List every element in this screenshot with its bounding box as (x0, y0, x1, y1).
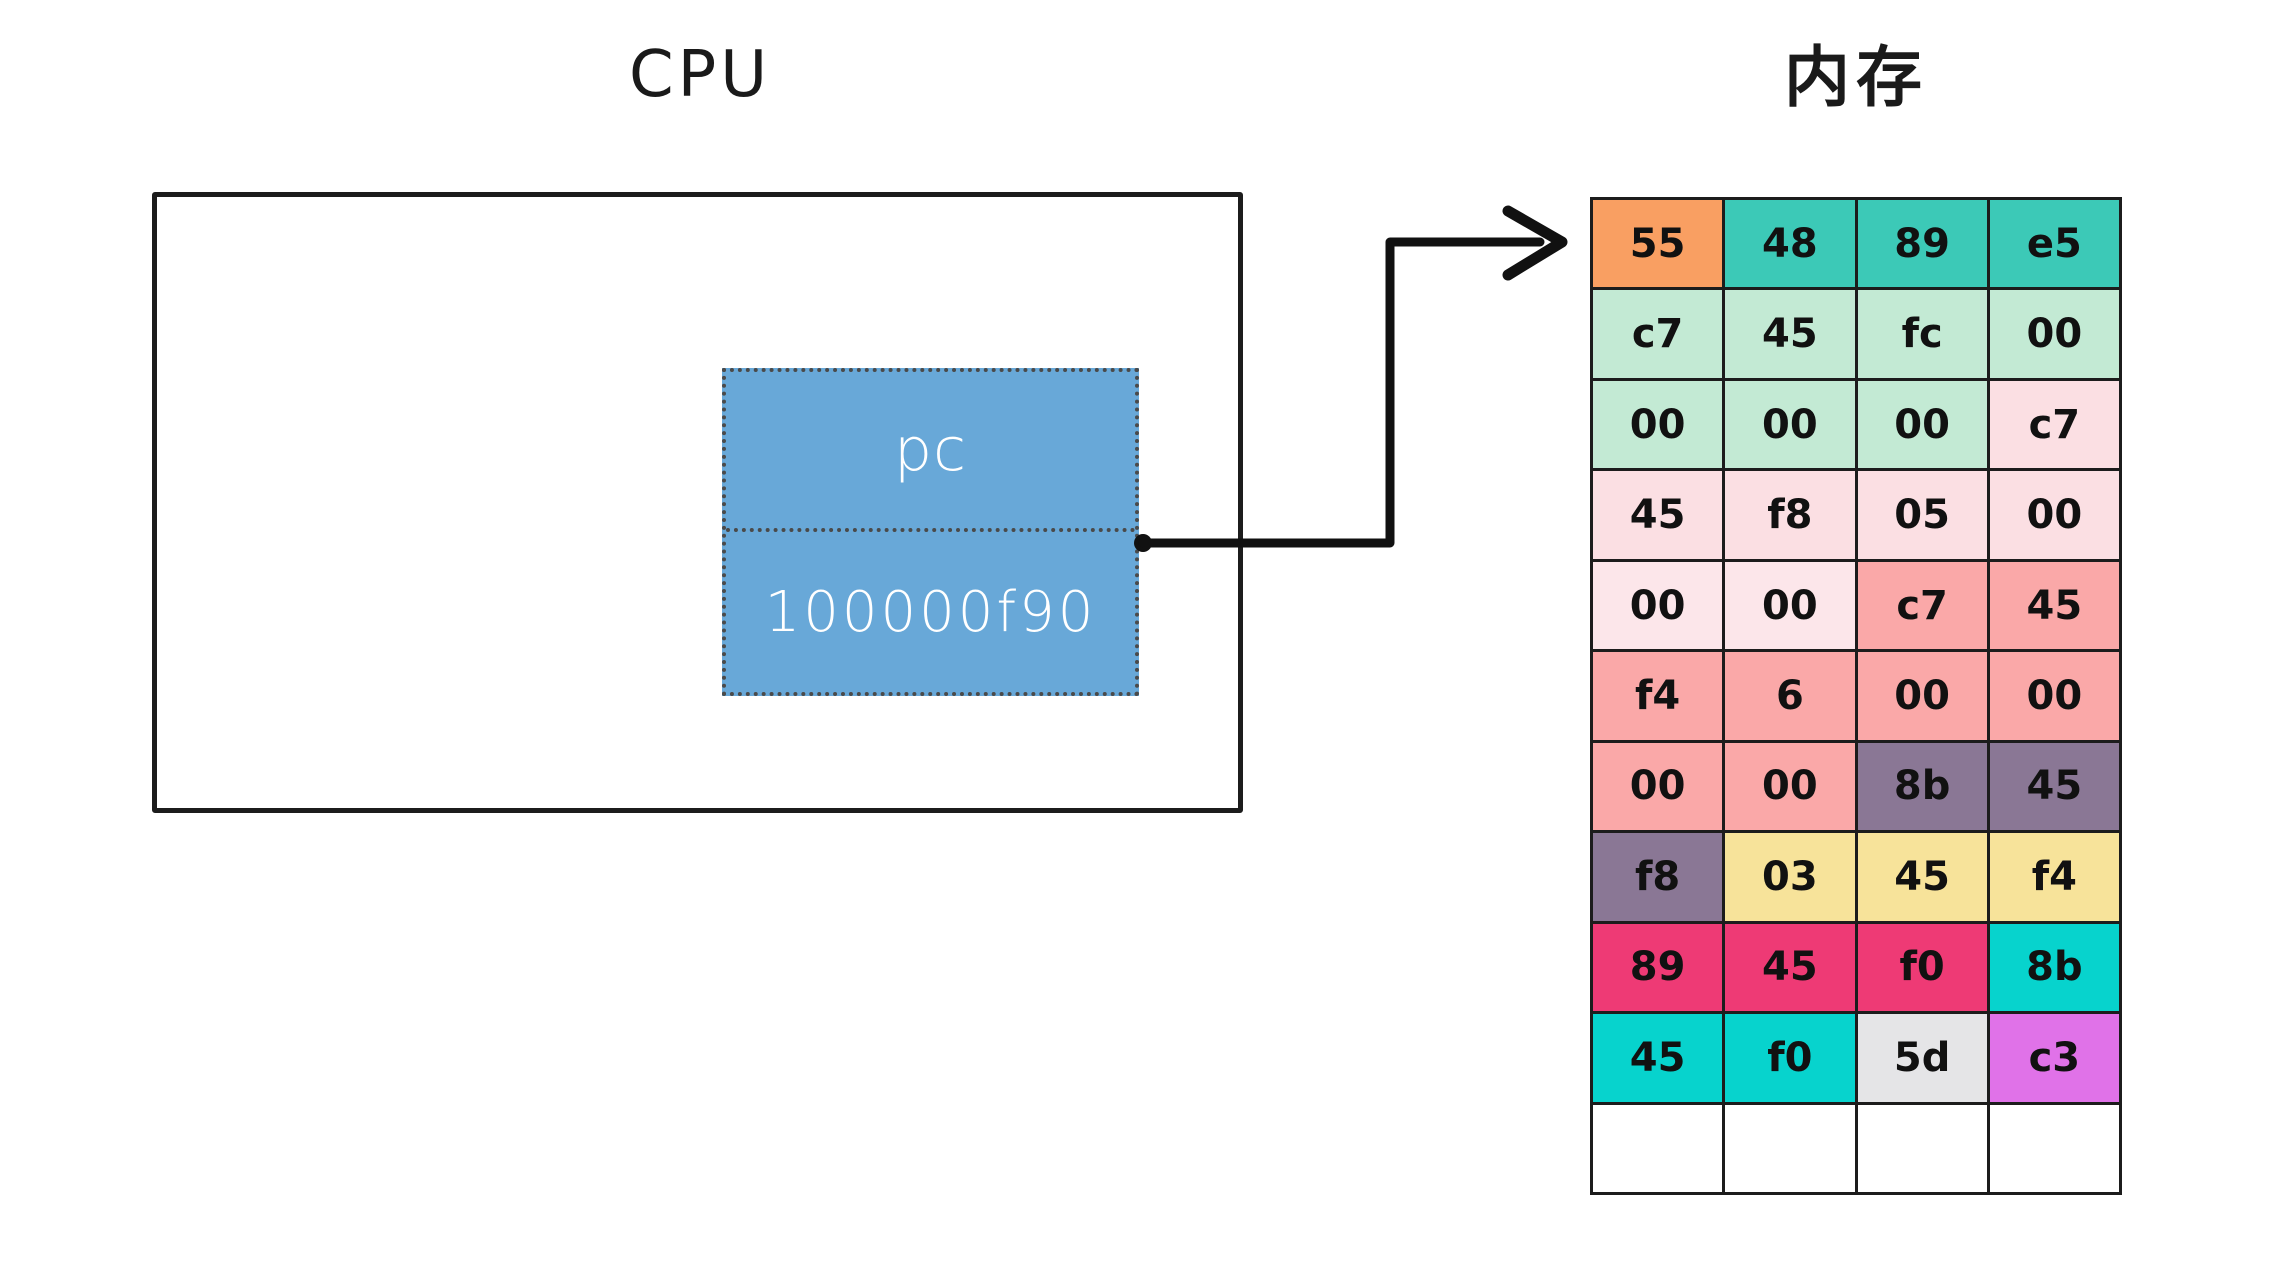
cpu-title: CPU (628, 38, 772, 112)
memory-cell[interactable]: 03 (1725, 833, 1858, 924)
memory-cell[interactable]: 00 (1989, 471, 2122, 562)
memory-cell[interactable]: f8 (1593, 833, 1726, 924)
memory-cell[interactable]: c7 (1989, 380, 2122, 472)
memory-cell[interactable]: 45 (1725, 290, 1858, 381)
memory-cell[interactable]: f4 (1989, 833, 2122, 924)
memory-cell[interactable]: c7 (1593, 290, 1726, 381)
memory-cell[interactable]: 48 (1725, 200, 1858, 291)
memory-cell[interactable]: e5 (1989, 200, 2122, 291)
arrow-head-icon (1502, 205, 1568, 281)
memory-cell[interactable]: c7 (1857, 561, 1990, 653)
pc-register-value: 100000f90 (764, 579, 1097, 645)
memory-cell[interactable]: 6 (1725, 652, 1858, 743)
memory-cell[interactable]: 89 (1857, 200, 1990, 291)
memory-cell[interactable]: f8 (1725, 471, 1858, 562)
memory-cell[interactable]: 8b (1857, 742, 1990, 834)
memory-cell[interactable]: 00 (1989, 290, 2122, 381)
memory-cell[interactable]: 00 (1989, 652, 2122, 743)
memory-cell[interactable]: 00 (1593, 742, 1726, 834)
memory-cell[interactable] (1989, 1104, 2122, 1195)
memory-cell[interactable]: 8b (1989, 923, 2122, 1015)
memory-cell[interactable]: 45 (1989, 742, 2122, 834)
memory-cell[interactable]: c3 (1989, 1014, 2122, 1105)
pc-register-name-cell: pc (726, 372, 1135, 532)
memory-cell[interactable]: 5d (1857, 1014, 1990, 1105)
pc-register-value-cell: 100000f90 (726, 532, 1135, 692)
memory-cell[interactable]: 05 (1857, 471, 1990, 562)
memory-cell[interactable]: 45 (1857, 833, 1990, 924)
memory-title: 内存 (1784, 39, 1928, 116)
memory-cell[interactable]: f4 (1593, 652, 1726, 743)
pc-register-box[interactable]: pc 100000f90 (722, 368, 1139, 696)
memory-cell[interactable]: f0 (1725, 1014, 1858, 1105)
memory-cell[interactable]: f0 (1857, 923, 1990, 1015)
memory-cell[interactable]: 00 (1857, 380, 1990, 472)
memory-cell[interactable]: 55 (1593, 200, 1726, 291)
memory-cell[interactable]: 00 (1725, 561, 1858, 653)
memory-cell[interactable]: fc (1857, 290, 1990, 381)
memory-cell[interactable] (1857, 1104, 1990, 1195)
memory-cell[interactable]: 00 (1593, 561, 1726, 653)
memory-cell[interactable]: 00 (1593, 380, 1726, 472)
memory-cell[interactable]: 45 (1725, 923, 1858, 1015)
memory-cell[interactable]: 00 (1857, 652, 1990, 743)
memory-cell[interactable] (1593, 1104, 1726, 1195)
memory-cell[interactable]: 45 (1989, 561, 2122, 653)
memory-cell[interactable]: 00 (1725, 380, 1858, 472)
memory-cell[interactable]: 45 (1593, 1014, 1726, 1105)
memory-cell[interactable]: 45 (1593, 471, 1726, 562)
memory-cell[interactable]: 00 (1725, 742, 1858, 834)
pc-register-label: pc (893, 415, 968, 485)
memory-cell[interactable]: 89 (1593, 923, 1726, 1015)
memory-cell[interactable] (1725, 1104, 1858, 1195)
